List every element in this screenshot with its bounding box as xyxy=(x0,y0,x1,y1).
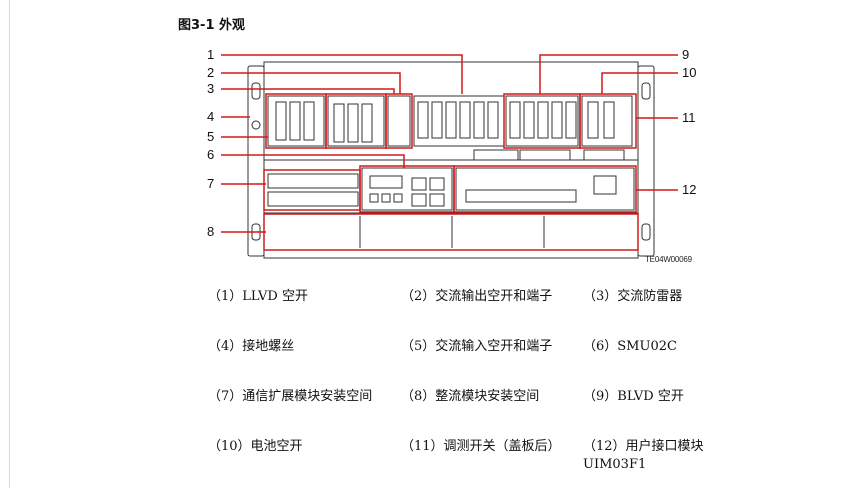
callout-3: 3 xyxy=(207,81,215,96)
debug-switch-panel xyxy=(581,95,633,147)
callout-8: 8 xyxy=(207,224,215,239)
caption-3: （3）交流防雷器 xyxy=(583,289,683,304)
grounding-screw xyxy=(251,120,261,130)
callout-5: 5 xyxy=(207,129,215,144)
caption-7: （7）通信扩展模块安装空间 xyxy=(208,389,373,404)
callout-6: 6 xyxy=(207,147,215,162)
caption-12: （12）用户接口模块UIM03F1 xyxy=(583,439,704,472)
callout-9: 9 xyxy=(682,47,690,62)
left-mounting-ear xyxy=(247,65,265,257)
uim03f1-module xyxy=(455,167,635,211)
callout-line-9 xyxy=(539,54,678,94)
callout-1: 1 xyxy=(207,47,215,62)
caption-4: （4）接地螺丝 xyxy=(208,339,295,354)
ac-output-breaker-panel xyxy=(327,95,385,147)
callout-7: 7 xyxy=(207,176,215,191)
callout-11: 11 xyxy=(682,110,696,125)
smu02c-module xyxy=(361,167,453,211)
caption-5: （5）交流输入空开和端子 xyxy=(401,339,553,354)
callout-line-6 xyxy=(221,154,405,168)
ac-surge-protector xyxy=(387,95,411,147)
caption-1: （1）LLVD 空开 xyxy=(208,289,308,304)
llvd-breaker-panel xyxy=(267,95,325,147)
blvd-breaker-panel xyxy=(505,95,579,147)
left-ear-slot-top xyxy=(251,82,261,100)
callout-12: 12 xyxy=(682,182,697,197)
page-left-rule xyxy=(9,0,10,488)
caption-11: （11）调测开关（盖板后） xyxy=(401,439,561,454)
figure-code: TE04W00069 xyxy=(645,255,692,264)
callout-10: 10 xyxy=(682,65,697,80)
callout-line-2 xyxy=(221,72,401,94)
caption-6: （6）SMU02C xyxy=(583,339,677,354)
callout-2: 2 xyxy=(207,65,215,80)
right-mounting-ear xyxy=(637,65,655,257)
comm-slot-1 xyxy=(267,173,359,189)
callout-line-10 xyxy=(601,72,678,94)
right-ear-slot-top xyxy=(641,82,651,100)
caption-10: （10）电池空开 xyxy=(208,439,303,454)
callout-4: 4 xyxy=(207,109,215,124)
callout-line-1 xyxy=(221,54,463,94)
caption-9: （9）BLVD 空开 xyxy=(583,389,684,404)
comm-slot-2 xyxy=(267,191,359,207)
caption-2: （2）交流输出空开和端子 xyxy=(401,289,553,304)
right-ear-slot-bottom xyxy=(641,223,651,241)
callout-line-3 xyxy=(221,88,395,94)
figure-title: 图3-1 外观 xyxy=(178,18,246,33)
caption-8: （8）整流模块安装空间 xyxy=(401,389,540,404)
